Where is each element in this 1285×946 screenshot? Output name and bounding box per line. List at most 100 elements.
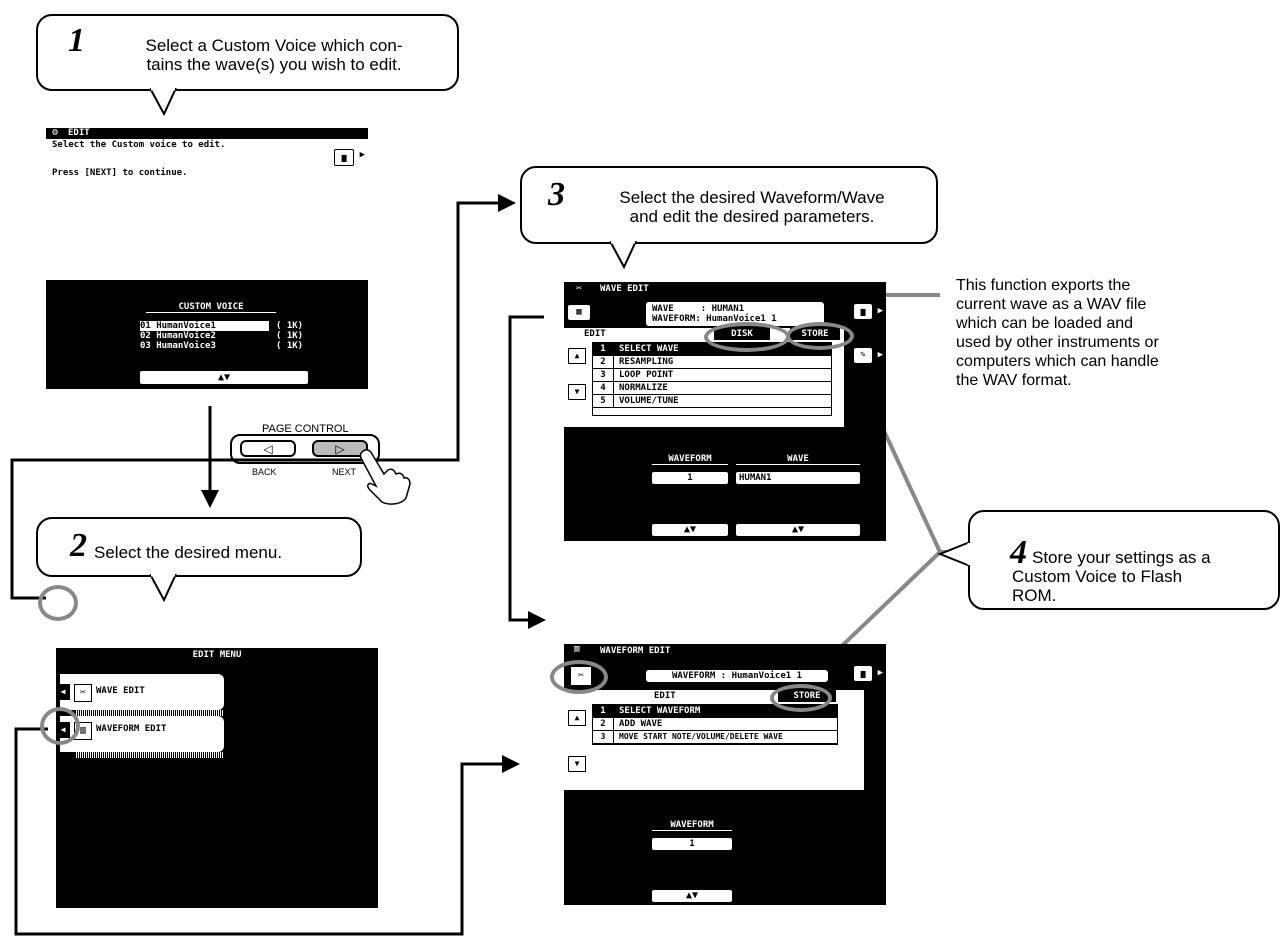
pressing-hand-icon xyxy=(359,449,411,505)
highlight-disk xyxy=(704,322,790,352)
screen-select-custom-voice: ⚙ EDIT Select the Custom voice to edit. … xyxy=(46,128,368,389)
col-wave-label: WAVE xyxy=(736,454,860,465)
list-header: CUSTOM VOICE xyxy=(146,302,276,313)
note-line: used by other instruments or xyxy=(956,334,1159,351)
wave-edit-title: WAVE EDIT xyxy=(600,284,649,294)
scroll-down-icon[interactable]: ▼ xyxy=(568,756,586,772)
wave-edit-label: WAVE EDIT xyxy=(96,686,145,696)
tab-edit[interactable]: EDIT xyxy=(654,691,676,701)
note-line: the WAV format. xyxy=(956,372,1072,389)
waveform-info-box: WAVEFORM : HumanVoice1 1 xyxy=(646,670,828,682)
scroll-up-icon[interactable]: ▲ xyxy=(568,710,586,726)
menu-item-wave-edit[interactable]: ◀ ✂ WAVE EDIT xyxy=(56,674,224,710)
voice-size: ( 1K) xyxy=(276,331,304,341)
step2-tail xyxy=(150,574,177,603)
step4-callout: 4 Store your settings as a Custom Voice … xyxy=(968,510,1280,610)
step4-line2: Custom Voice to Flash xyxy=(1012,567,1183,586)
back-label: BACK xyxy=(252,467,277,477)
next-label: NEXT xyxy=(332,467,357,477)
waveform-name: WAVEFORM: HumanVoice1 1 xyxy=(652,314,777,324)
page-control-panel: ◁ ▷ xyxy=(230,434,380,464)
disk-function-note: This function exports the current wave a… xyxy=(956,276,1216,390)
right-arrow-icon: ▶ xyxy=(359,150,365,160)
col-waveform-label: WAVEFORM xyxy=(652,454,728,465)
back-button[interactable]: ◁ xyxy=(240,440,296,457)
voice-list-item[interactable]: 03 HumanVoice3 xyxy=(140,341,216,351)
screen-waveform-edit: ▥ WAVEFORM EDIT ✂ WAVEFORM : HumanVoice1… xyxy=(564,644,886,905)
waveform-edit-label: WAVEFORM EDIT xyxy=(96,724,167,734)
page-control-label: PAGE CONTROL xyxy=(262,423,349,435)
wave-edit-title-icon: ✂ xyxy=(576,283,583,294)
right-arrow-icon: ▶ xyxy=(877,306,883,316)
keyboard-icon[interactable]: ▆ xyxy=(854,666,872,681)
scroll-up-icon[interactable]: ▲ xyxy=(568,348,586,364)
step1-callout: 1 Select a Custom Voice which con- tains… xyxy=(36,14,459,91)
next-button[interactable]: ▷ xyxy=(312,440,368,457)
left-arrow-icon: ◀ xyxy=(56,684,70,700)
step1-number: 1 xyxy=(68,22,85,59)
keyboard-icon[interactable]: ▆ xyxy=(854,304,872,319)
edit-icon: ⚙ xyxy=(52,128,59,138)
waveform-scroll-button[interactable]: ▲▼ xyxy=(652,890,732,902)
right-arrow-icon: ▶ xyxy=(877,350,883,360)
keyboard-icon[interactable]: ▆ xyxy=(334,149,354,166)
scroll-down-icon[interactable]: ▼ xyxy=(568,384,586,400)
voice-size: ( 1K) xyxy=(276,321,304,331)
highlight-circle xyxy=(38,585,78,621)
step2-text: Select the desired menu. xyxy=(94,543,283,562)
waveform-scroll-button[interactable]: ▲▼ xyxy=(652,524,728,536)
step4-number: 4 xyxy=(1010,534,1027,571)
scroll-arrows-button[interactable]: ▲▼ xyxy=(140,371,308,384)
note-line: computers which can handle xyxy=(956,353,1159,370)
screen-edit-menu: EDIT MENU ◀ ✂ WAVE EDIT ◀ ▥ WAVEFORM EDI… xyxy=(56,648,378,908)
waveform-title-icon: ▥ xyxy=(574,644,580,654)
edit-pencil-icon[interactable]: ✎ xyxy=(854,348,872,363)
right-arrow-icon: ▶ xyxy=(877,668,883,678)
step1-line2: tains the wave(s) you wish to edit. xyxy=(146,55,402,74)
screen-wave-edit: ✂ WAVE EDIT ▦ WAVE : HUMAN1 WAVEFORM: Hu… xyxy=(564,282,886,541)
waveform-value[interactable]: 1 xyxy=(652,472,728,484)
wave-name: WAVE : HUMAN1 xyxy=(652,304,745,314)
col-waveform-label: WAVEFORM xyxy=(652,820,732,831)
step3-callout: 3 Select the desired Waveform/Wave and e… xyxy=(520,166,938,244)
step3-line1: Select the desired Waveform/Wave xyxy=(619,188,885,207)
step3-line2: and edit the desired parameters. xyxy=(629,207,875,226)
screen-title: EDIT xyxy=(68,128,90,138)
instruction-line1: Select the Custom voice to edit. xyxy=(52,140,226,150)
wave-scroll-button[interactable]: ▲▼ xyxy=(736,524,860,536)
wave-edit-icon: ✂ xyxy=(74,684,92,702)
highlight-store xyxy=(786,322,854,350)
wave-value[interactable]: HUMAN1 xyxy=(736,472,860,484)
step2-callout: 2 Select the desired menu. xyxy=(36,517,362,577)
waveform-value[interactable]: 1 xyxy=(652,838,732,850)
step4-line1: Store your settings as a xyxy=(1032,548,1211,567)
menu-item-waveform-edit[interactable]: ◀ ▥ WAVEFORM EDIT xyxy=(56,716,224,752)
instruction-line2: Press [NEXT] to continue. xyxy=(52,168,188,178)
note-line: current wave as a WAV file xyxy=(956,296,1147,313)
step2-number: 2 xyxy=(70,527,87,564)
menu-button[interactable]: ▦ xyxy=(568,305,590,320)
step1-tail xyxy=(150,88,177,117)
note-line: This function exports the xyxy=(956,277,1131,294)
waveform-edit-title: WAVEFORM EDIT xyxy=(600,646,671,656)
voice-list-item[interactable]: 01 HumanVoice1 xyxy=(140,321,269,331)
step4-line3: ROM. xyxy=(1012,586,1057,605)
highlight-circle xyxy=(40,707,80,745)
step1-line1: Select a Custom Voice which con- xyxy=(145,36,403,55)
tab-edit[interactable]: EDIT xyxy=(584,329,606,339)
step3-number: 3 xyxy=(548,176,565,213)
highlight-tool xyxy=(550,660,608,694)
note-line: which can be loaded and xyxy=(956,315,1134,332)
highlight-store xyxy=(770,684,832,712)
edit-menu-title: EDIT MENU xyxy=(192,650,242,660)
voice-size: ( 1K) xyxy=(276,341,304,351)
step4-tail xyxy=(938,541,971,567)
voice-list-item[interactable]: 02 HumanVoice2 xyxy=(140,331,216,341)
